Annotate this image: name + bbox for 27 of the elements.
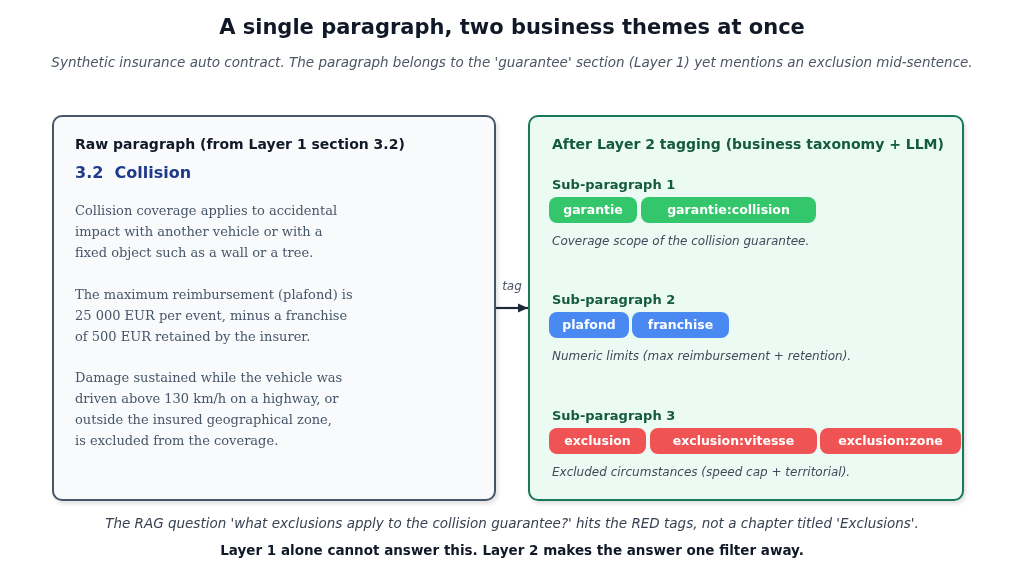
tag-pill: plafond (549, 312, 629, 338)
edge-label: tag (500, 279, 524, 293)
subsection-heading: Sub-paragraph 3 (552, 407, 676, 425)
source-panel (52, 115, 496, 501)
tag-pill: garantie:collision (641, 197, 816, 223)
paragraph: Collision coverage applies to accidental impact with another vehicle or with a fixed object such as a wall or a tree. (75, 202, 338, 262)
subtitle: Synthetic insurance auto contract. The paragraph belongs to the 'guarantee' section (Layer 1) yet mentions an exclusion mid-sentence. (51, 53, 973, 71)
tagging-panel (528, 115, 964, 501)
subsection-heading: Sub-paragraph 2 (552, 291, 676, 309)
panel-heading: Raw paragraph (from Layer 1 section 3.2) (75, 135, 405, 154)
panel-heading: After Layer 2 tagging (business taxonomy + LLM) (552, 135, 944, 154)
arrow (496, 303, 528, 313)
description-text: Excluded circumstances (speed cap + territorial). (552, 464, 851, 480)
description-text: Numeric limits (max reimbursement + retention). (552, 348, 852, 364)
tag-pill: garantie (549, 197, 637, 223)
section-heading: 3.2 Collision (75, 162, 192, 184)
summary-note: Layer 1 alone cannot answer this. Layer 2 makes the answer one filter away. (220, 541, 804, 559)
subsection-heading: Sub-paragraph 1 (552, 176, 676, 194)
diagram-title: A single paragraph, two business themes at once (219, 14, 805, 40)
tag-pill: exclusion:zone (820, 428, 961, 454)
description-text: Coverage scope of the collision guarantee. (552, 233, 810, 249)
tag-pill: franchise (632, 312, 729, 338)
footnote: The RAG question 'what exclusions apply to the collision guarantee?' hits the RED tags, not a chapter titled 'Exclusions'. (105, 514, 919, 532)
paragraph: Damage sustained while the vehicle was driven above 130 km/h on a highway, or outside the insured geographical zone, is excluded from the coverage. (75, 369, 343, 450)
paragraph: The maximum reimbursement (plafond) is 25 000 EUR per event, minus a franchise of 500 EUR retained by the insurer. (75, 286, 353, 346)
tag-pill: exclusion (549, 428, 646, 454)
tag-pill: exclusion:vitesse (650, 428, 817, 454)
